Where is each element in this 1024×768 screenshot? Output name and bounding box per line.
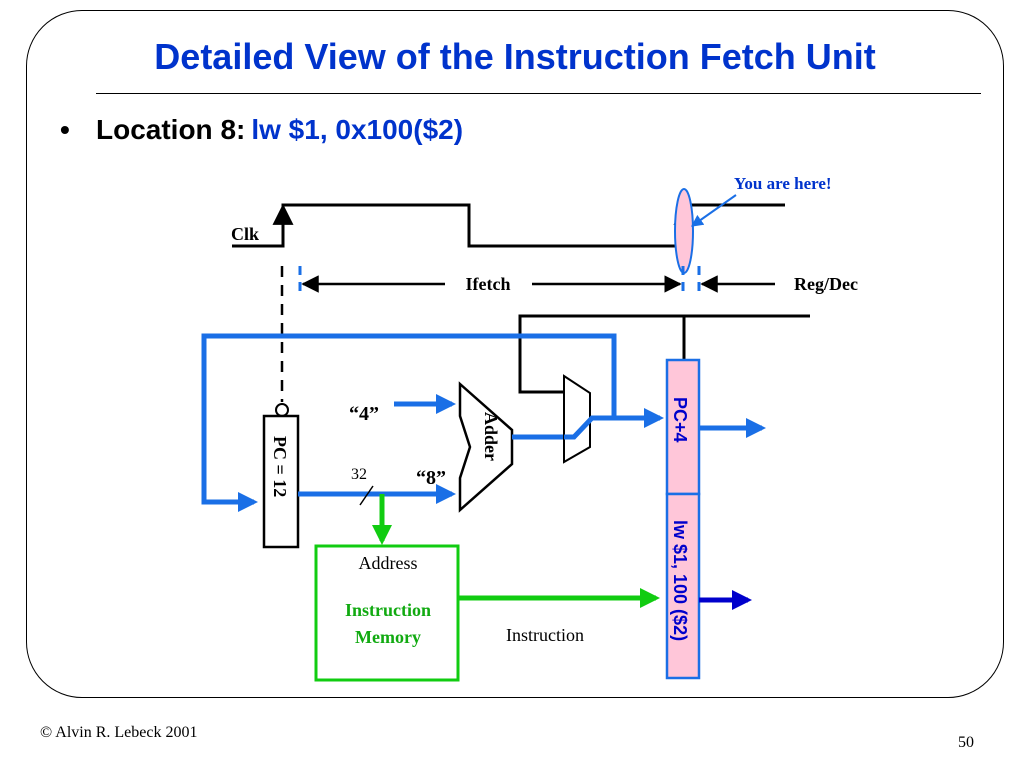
address-label: Address <box>359 553 418 573</box>
bus-width-label: 32 <box>351 466 367 483</box>
pc-register <box>262 414 300 549</box>
page-number: 50 <box>958 734 974 751</box>
pc-clock-bubble <box>275 403 289 417</box>
adder-label: Adder <box>481 412 501 461</box>
pipeline-register-bottom <box>665 492 701 680</box>
ifetch-label: Ifetch <box>466 274 511 294</box>
title-divider <box>96 93 981 94</box>
memory-label-line1: Instruction <box>345 600 431 620</box>
pipe-reg-bottom-label: lw $1, 100 ($2) <box>670 520 690 641</box>
const8-label: “8” <box>416 467 446 489</box>
pc-register-label: PC = 12 <box>270 436 290 497</box>
pc-mux <box>563 374 591 464</box>
clk-label: Clk <box>231 224 259 244</box>
regdec-label: Reg/Dec <box>794 274 858 294</box>
bullet-instruction: lw $1, 0x100($2) <box>251 114 464 145</box>
you-are-here-ellipse <box>674 188 694 274</box>
slide-frame <box>26 10 1004 698</box>
pipe-reg-top-label: PC+4 <box>670 397 690 443</box>
footer-copyright: © Alvin R. Lebeck 2001 <box>40 724 198 741</box>
slide-title: Detailed View of the Instruction Fetch U… <box>154 36 876 77</box>
bullet-location: • Location 8:lw $1, 0x100($2) <box>60 114 463 146</box>
you-are-here-pointer <box>691 194 737 227</box>
bullet-label: Location 8: <box>96 114 246 145</box>
instruction-memory <box>314 544 460 682</box>
const4-label: “4” <box>349 403 379 425</box>
mux-output-wire <box>564 408 664 440</box>
pc-feedback-wire <box>201 333 617 512</box>
memory-label-line2: Memory <box>355 627 421 647</box>
instruction-label: Instruction <box>506 625 584 645</box>
bullet-marker: • <box>60 114 70 145</box>
bus-width-slash <box>359 485 374 506</box>
clock-waveform <box>232 203 785 248</box>
you-are-here-label: You are here! <box>734 174 832 193</box>
mux-select-wire <box>518 314 810 394</box>
